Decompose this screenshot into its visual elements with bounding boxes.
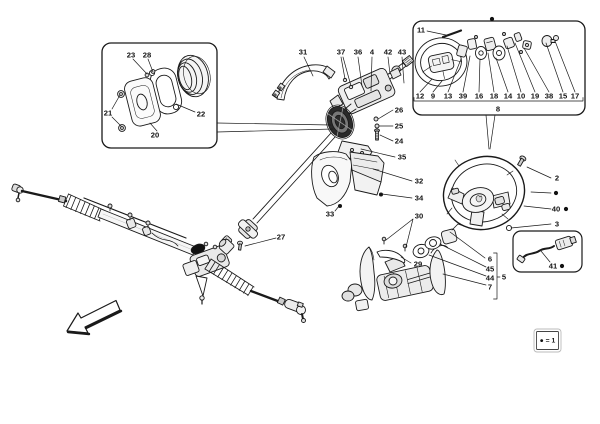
part-callout-3: 3 — [555, 220, 559, 229]
part-callout-8: 8 — [496, 105, 500, 114]
part-callout-35: 35 — [398, 153, 407, 162]
quantity-dot — [489, 16, 495, 22]
part-callout-25: 25 — [395, 122, 404, 131]
part-callout-19: 19 — [531, 92, 539, 101]
steering-rack-drawing — [11, 183, 306, 323]
part-callout-44: 44 — [486, 274, 495, 283]
bolt-parts — [117, 69, 156, 132]
part-callout-9: 9 — [431, 92, 435, 101]
part-callout-16: 16 — [475, 92, 483, 101]
part-callout-15: 15 — [559, 92, 568, 101]
cover-plate-part — [124, 77, 161, 127]
boot-part — [177, 54, 211, 98]
part-callout-41: 41 — [549, 262, 558, 271]
wheel-rear-view — [414, 37, 468, 87]
part-callout-27: 27 — [277, 233, 285, 242]
steering-column-drawing — [271, 55, 415, 162]
part-callout-22: 22 — [197, 110, 205, 119]
part-callout-38: 38 — [545, 92, 553, 101]
part-callout-40: 40 — [552, 205, 560, 214]
part-callout-31: 31 — [299, 48, 308, 57]
part-callout-13: 13 — [444, 92, 452, 101]
inset-box-steering-wheel-exploded — [412, 20, 586, 116]
part-callout-4: 4 — [370, 48, 375, 57]
part-callout-28: 28 — [143, 51, 151, 60]
part-callout-12: 12 — [416, 92, 424, 101]
part-callout-18: 18 — [490, 92, 498, 101]
direction-arrow — [66, 299, 123, 336]
part-callout-36: 36 — [354, 48, 362, 57]
part-callout-26: 26 — [395, 106, 403, 115]
column-shrouds-drawing — [311, 151, 385, 209]
part-callout-34: 34 — [415, 194, 424, 203]
part-callout-5: 5 — [502, 273, 507, 282]
part-callout-10: 10 — [517, 92, 525, 101]
part-callout-6: 6 — [488, 255, 492, 264]
part-callout-39: 39 — [459, 92, 467, 101]
column-boot — [325, 104, 355, 140]
quantity-dot — [553, 190, 559, 196]
stalk-part — [441, 29, 463, 39]
legend-text: ● = 1 — [540, 338, 556, 345]
paddle-switch-assembly-drawing — [341, 220, 470, 312]
leader-lines — [111, 30, 584, 300]
part-callout-11: 11 — [417, 26, 426, 35]
intermediate-shaft-drawing — [220, 132, 336, 251]
part-callout-42: 42 — [384, 48, 392, 57]
part-callout-32: 32 — [415, 177, 423, 186]
part-callout-29: 29 — [414, 260, 422, 269]
part-callout-33: 33 — [326, 210, 334, 219]
part-callout-45: 45 — [486, 265, 495, 274]
legend-box — [533, 328, 562, 353]
part-callout-37: 37 — [337, 48, 345, 57]
part-callout-23: 23 — [127, 51, 135, 60]
exploded-small-parts — [456, 32, 559, 61]
quantity-dot-layer — [489, 16, 569, 269]
part-callout-24: 24 — [395, 137, 404, 146]
part-callout-20: 20 — [151, 131, 159, 140]
part-callout-7: 7 — [488, 283, 492, 292]
part-callout-14: 14 — [504, 92, 513, 101]
part-callout-43: 43 — [398, 48, 406, 57]
part-callout-2: 2 — [555, 174, 559, 183]
steering-wheel-drawing — [442, 155, 527, 232]
part-callout-21: 21 — [104, 109, 113, 118]
part-callout-17: 17 — [571, 92, 579, 101]
inset-box-cable — [512, 230, 583, 273]
inset-box-cover-plate — [101, 42, 218, 149]
quantity-dot — [563, 206, 569, 212]
quantity-dot — [559, 263, 565, 269]
part-callout-30: 30 — [415, 212, 423, 221]
